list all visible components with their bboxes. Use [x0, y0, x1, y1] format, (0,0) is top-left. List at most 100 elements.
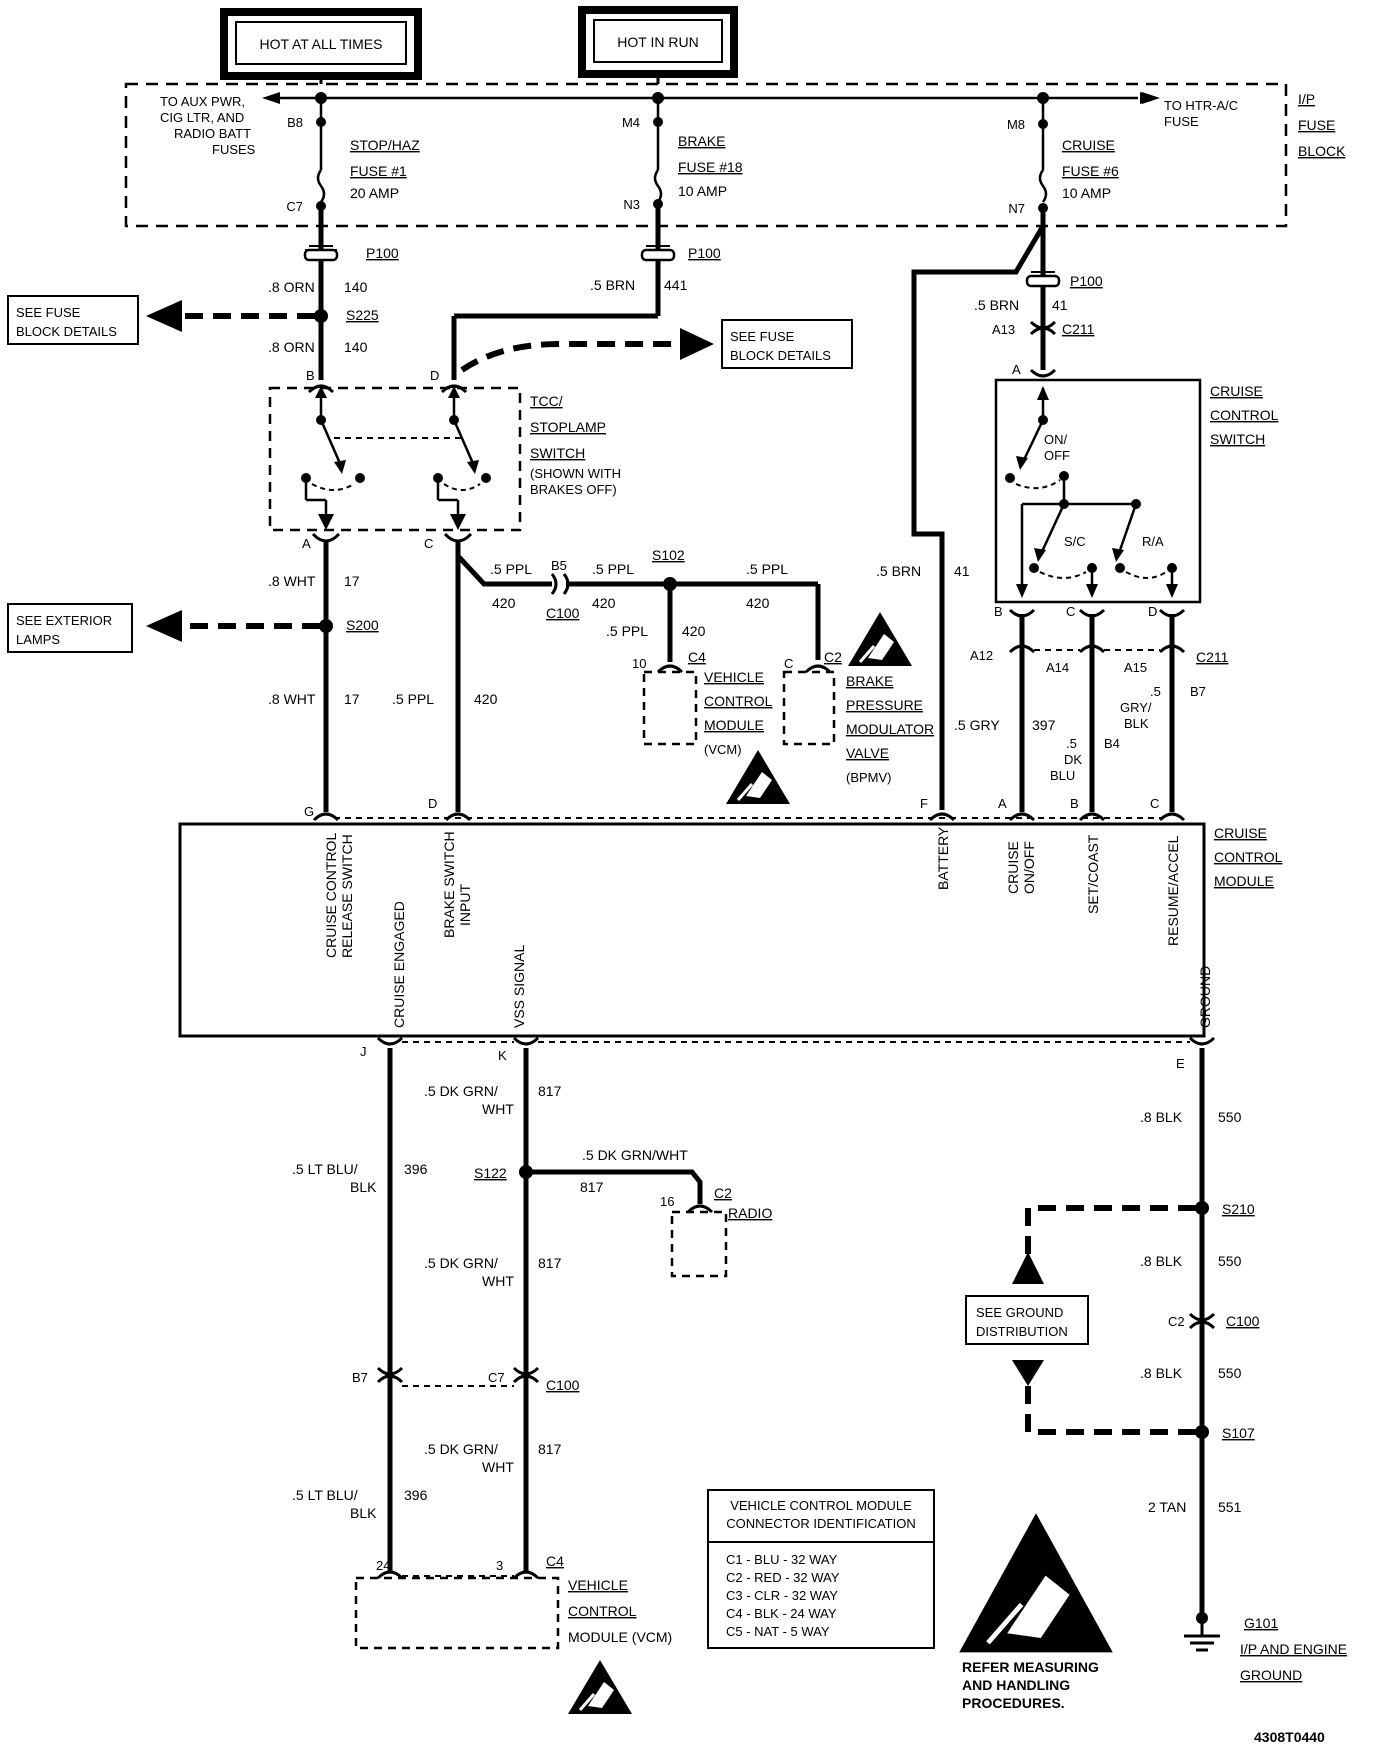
wire-140-gauge-1: .8 ORN: [268, 279, 315, 295]
pin-ground: GROUND: [1197, 966, 1213, 1028]
circuit-550: .8 BLK 550 S210 .8 BLK 550 C2 C100 .8 BL…: [1140, 1048, 1260, 1618]
fuse-1-number: FUSE #1: [350, 163, 407, 179]
ccm-pin-j: J: [360, 1044, 367, 1059]
ip-fuse-block-title-2: FUSE: [1298, 117, 1335, 133]
pin-brake-switch-1: BRAKE SWITCH: [441, 831, 457, 938]
s225-label: S225: [346, 307, 379, 323]
ccm-pin-e: E: [1176, 1056, 1185, 1071]
wire-817-num-2: 817: [538, 1255, 562, 1271]
ccm-pin-d: D: [428, 796, 437, 811]
ccm-label-1: CRUISE: [1214, 825, 1267, 841]
bpmv-c2-label: C2: [824, 649, 842, 665]
cruise-control-module: G D F A B C CRUISE CONTROL MODULE CRUISE…: [178, 796, 1283, 1071]
s107-label: S107: [1222, 1425, 1255, 1441]
circuit-140: P100 .8 ORN 140 S225 .8 ORN 140: [268, 206, 399, 380]
fuse-1-top-pin: B8: [287, 115, 303, 130]
pin-cruise-engaged: CRUISE ENGAGED: [391, 901, 407, 1028]
wire-420-num-3: 420: [746, 595, 770, 611]
wire-17-gauge-1: .8 WHT: [268, 573, 316, 589]
aux-note-1: TO AUX PWR,: [160, 94, 245, 109]
fuse-6-element: [1038, 169, 1048, 203]
wire-397-num: 397: [1032, 717, 1056, 733]
hot-in-run-box: HOT IN RUN: [578, 6, 738, 78]
esd-note-2: AND HANDLING: [962, 1677, 1070, 1693]
vcm-bottom-label-3: MODULE (VCM): [568, 1629, 672, 1645]
wire-420-gauge-5: .5 PPL: [392, 691, 434, 707]
vcm-c4-label-top: C4: [688, 649, 706, 665]
pin-vss-signal: VSS SIGNAL: [511, 945, 527, 1028]
wire-551-gauge: 2 TAN: [1148, 1499, 1186, 1515]
wire-b4-cavity: B4: [1104, 736, 1120, 751]
ccs-label-3: SWITCH: [1210, 431, 1265, 447]
circuit-420: .5 PPL 420 B5 C100 .5 PPL 420 S102 .5 PP…: [392, 540, 821, 812]
g101-desc-1: I/P AND ENGINE: [1240, 1641, 1347, 1657]
vcm-top-label-1: VEHICLE: [704, 669, 764, 685]
svg-text:BLOCK DETAILS: BLOCK DETAILS: [16, 324, 117, 339]
splice-s102: [663, 577, 677, 591]
wire-140-num-2: 140: [344, 339, 368, 355]
c100-label-3: C100: [1226, 1313, 1260, 1329]
wire-817-gauge-1: .5 DK GRN/: [424, 1083, 498, 1099]
vcm-bottom-label-2: CONTROL: [568, 1603, 637, 1619]
p100-label-1: P100: [366, 245, 399, 261]
wire-817-color-2: WHT: [482, 1273, 514, 1289]
wire-396-num-2: 396: [404, 1487, 428, 1503]
wire-420-num-5: 420: [474, 691, 498, 707]
circuit-17: .8 WHT 17 S200 .8 WHT 17: [268, 540, 379, 812]
ground-arrow-up: [1012, 1252, 1044, 1284]
svg-text:BLOCK DETAILS: BLOCK DETAILS: [730, 348, 831, 363]
s200-label: S200: [346, 617, 379, 633]
fuse-18-name: BRAKE: [678, 133, 725, 149]
wire-420-gauge-1: .5 PPL: [490, 561, 532, 577]
fuse-18-element: [653, 169, 663, 203]
vcm-c4-label-bottom: C4: [546, 1553, 564, 1569]
esd-note-1: REFER MEASURING: [962, 1659, 1099, 1675]
ccm-pin-g: G: [304, 804, 314, 819]
wire-b4-color-2: BLU: [1050, 768, 1075, 783]
wire-17-num-1: 17: [344, 573, 360, 589]
bpmv-label-1: BRAKE: [846, 673, 893, 689]
splice-s210: [1195, 1201, 1209, 1215]
wire-551-num: 551: [1218, 1499, 1242, 1515]
p100-connector-1: [303, 248, 339, 262]
see-fuse-block-note-left: SEE FUSE BLOCK DETAILS: [7, 295, 139, 345]
tcc-label-4: (SHOWN WITH: [530, 466, 621, 481]
ccs-label-1: CRUISE: [1210, 383, 1263, 399]
tcc-label-3: SWITCH: [530, 445, 585, 461]
circuit-41: P100 .5 BRN 41 A13 C211 .5 BRN 41: [876, 206, 1103, 810]
wire-397-gauge: .5 GRY: [954, 717, 1000, 733]
vcm-table-title-1: VEHICLE CONTROL MODULE: [730, 1498, 912, 1513]
vcm-table-row: C4 - BLK - 24 WAY: [726, 1606, 837, 1621]
wire-817-gauge-3: .5 DK GRN/: [424, 1441, 498, 1457]
aux-note-3: RADIO BATT: [174, 126, 251, 141]
tcc-pin-d: D: [430, 368, 439, 383]
c100-pin-b7: B7: [352, 1370, 368, 1385]
wire-41-num-2: 41: [954, 563, 970, 579]
fuse-18-bottom-pin: N3: [623, 197, 640, 212]
vcm-top-label-3: MODULE: [704, 717, 764, 733]
wire-817-num-1: 817: [538, 1083, 562, 1099]
ccs-pin-c: C: [1066, 604, 1075, 619]
c211-pin-a12: A12: [970, 648, 993, 663]
wire-441-gauge: .5 BRN: [590, 277, 635, 293]
vcm-pin-3: 3: [496, 1558, 503, 1573]
c100-pin-b5: B5: [551, 558, 567, 573]
esd-warning-icon-bpmv: [846, 610, 914, 668]
htr-note-1: TO HTR-A/C: [1164, 98, 1238, 113]
vcm-bottom-connector: 24 3 C4 VEHICLE CONTROL MODULE (VCM): [354, 1553, 672, 1650]
wire-17-gauge-2: .8 WHT: [268, 691, 316, 707]
wire-41-num-1: 41: [1052, 297, 1068, 313]
aux-note-2: CIG LTR, AND: [160, 110, 244, 125]
wire-817-radio-num: 817: [580, 1179, 604, 1195]
wire-420-gauge-2: .5 PPL: [592, 561, 634, 577]
wire-b7-gauge: .5: [1150, 684, 1161, 699]
s102-label: S102: [652, 547, 685, 563]
wire-396-gauge-1: .5 LT BLU/: [292, 1161, 358, 1177]
ccm-pin-a: A: [998, 796, 1007, 811]
vcm-table-row: C2 - RED - 32 WAY: [726, 1570, 840, 1585]
esd-warning-icon-vcm-top: [724, 748, 792, 806]
bpmv-label-5: (BPMV): [846, 770, 892, 785]
wire-b4-gauge: .5: [1066, 736, 1077, 751]
wire-550-gauge-2: .8 BLK: [1140, 1253, 1183, 1269]
